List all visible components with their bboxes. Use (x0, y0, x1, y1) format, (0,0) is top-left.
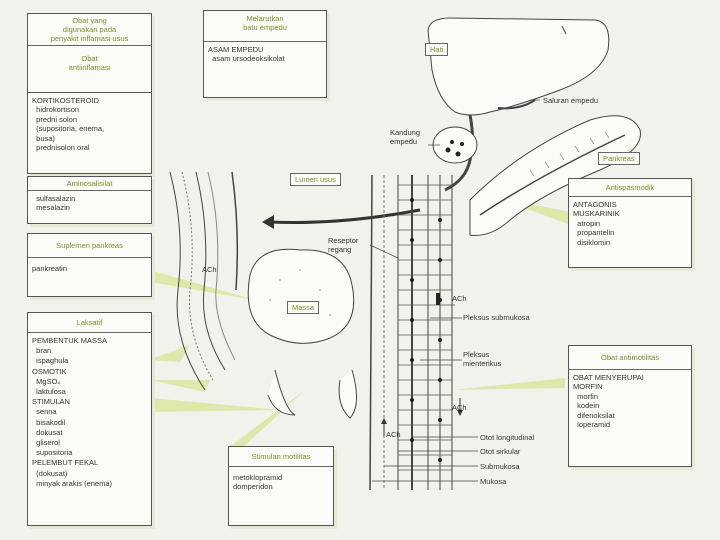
label-ach-4: ACh (386, 430, 401, 439)
label-mukosa: Mukosa (480, 477, 507, 486)
wedge-antimot (452, 378, 565, 390)
stimulan-header: Stimulan motilitas (229, 447, 333, 467)
pancreatic-duct (479, 134, 626, 216)
label-pleksus-submukosa: Pleksus submukosa (463, 313, 530, 322)
suplemen-header: Suplemen pankreas (28, 234, 151, 258)
label-ach-3: ACh (452, 403, 467, 412)
box-ibd-drugs: Obat yang digunakan pada penyakit inflam… (27, 13, 152, 107)
wedge-suplemen (150, 270, 255, 300)
label-pleksus-mienterikus: Pleksus mienterikus (463, 350, 502, 368)
stimulan-list: metoklopramid domperidon (233, 473, 283, 492)
fold-right (338, 369, 357, 419)
callout-wedges (148, 195, 570, 450)
empedu-header: Melarutkan batu empedu (204, 11, 326, 42)
label-saluran-empedu: Saluran empedu (543, 96, 599, 105)
label-ach-2: ACh (452, 294, 467, 303)
wedge-laksatif-2 (150, 380, 210, 392)
box-stimulan-motilitas: Stimulan motilitas metoklopramid domperi… (228, 446, 334, 526)
left-gut-wall (169, 171, 239, 391)
antimot-header: Obat antimotilitas (569, 346, 691, 370)
tag-massa: Massa (287, 301, 320, 314)
label-kandung-empedu: Kandung empedu (390, 128, 421, 146)
wedge-laksatif-3 (150, 398, 282, 412)
box-kortikosteroid: KORTIKOSTEROID hidrokortison predni solo… (27, 92, 152, 174)
lumen-arrow (269, 208, 421, 224)
right-gut-wall (369, 174, 453, 491)
box-antimotilitas: Obat antimotilitas OBAT MENYERUPAI MORFI… (568, 345, 692, 467)
label-ach-1: ACh (202, 265, 217, 274)
pancreas-shape (469, 115, 641, 236)
tag-lumen-usus: Lumen usus (290, 173, 341, 186)
box-batu-empedu: Melarutkan batu empedu ASAM EMPEDU asam … (203, 10, 327, 98)
leader-lines (369, 99, 540, 482)
label-submukosa: Submukosa (480, 462, 520, 471)
hepatic-duct (497, 99, 536, 110)
ibd-header: Obat yang digunakan pada penyakit inflam… (28, 14, 151, 46)
label-otot-sirkular: Otot sirkular (480, 447, 521, 456)
wedge-stimulan (228, 390, 305, 450)
liver-notch (561, 25, 567, 35)
antispas-list: ANTAGONIS MUSKARINIK atropin propantelin… (573, 200, 620, 247)
bile-duct (444, 114, 474, 192)
label-reseptor-regang: Reseptor regang (328, 236, 359, 254)
empedu-list: ASAM EMPEDU asam ursodeoksikolat (208, 45, 285, 64)
anti-inflam-header: Obat antiinflamasi (68, 54, 111, 72)
label-otot-longitudinal: Otot longitudinal (480, 433, 535, 442)
liver-shape (427, 17, 610, 116)
box-antispasmodik: Antispasmodik ANTAGONIS MUSKARINIK atrop… (568, 178, 692, 268)
tag-hati: Hati (425, 43, 449, 56)
antimot-list: OBAT MENYERUPAI MORFIN morfin kodein dif… (573, 373, 644, 430)
box-aminosalisilat: Aminosalisilat sulfasalazin mesalazin (27, 176, 152, 224)
laksatif-list: PEMBENTUK MASSA bran ispaghula OSMOTIK M… (32, 336, 113, 488)
mass-shape (247, 248, 355, 344)
wedge-laksatif-1 (148, 345, 190, 362)
fold-left (267, 369, 296, 416)
aminosal-header: Aminosalisilat (28, 177, 151, 191)
antispas-header: Antispasmodik (569, 179, 691, 197)
box-laksatif: Laksatif PEMBENTUK MASSA bran ispaghula … (27, 312, 152, 526)
box-suplemen-pankreas: Suplemen pankreas pankreatin (27, 233, 152, 297)
suplemen-list: pankreatin (32, 264, 68, 273)
kortikosteroid-list: KORTIKOSTEROID hidrokortison predni solo… (32, 96, 105, 153)
laksatif-header: Laksatif (28, 313, 151, 333)
aminosal-list: sulfasalazin mesalazin (36, 194, 76, 213)
tag-pankreas: Pankreas (598, 152, 640, 165)
